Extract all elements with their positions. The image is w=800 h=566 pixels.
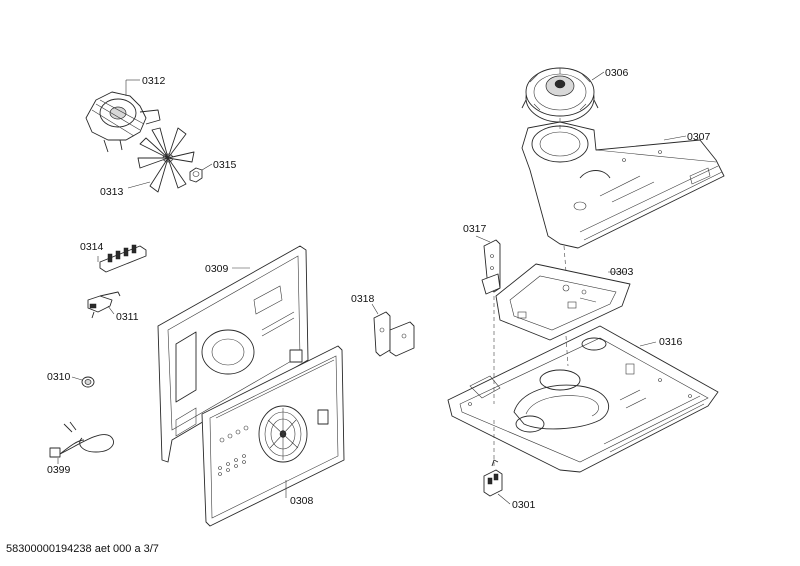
callout-0308: 0308: [290, 495, 314, 507]
part-0307-cooling-duct[interactable]: [521, 121, 725, 249]
part-0317-side-bracket[interactable]: [481, 239, 501, 295]
callout-0316: 0316: [659, 336, 683, 348]
part-0312-fan-motor[interactable]: [85, 91, 161, 153]
callout-0314: 0314: [80, 241, 104, 253]
callout-0311: 0311: [116, 311, 139, 323]
part-0316-base-tray[interactable]: [447, 325, 719, 473]
part-0309-rear-panel[interactable]: [157, 245, 309, 463]
part-0303-cover-plate[interactable]: [495, 263, 631, 341]
callout-0318: 0318: [351, 293, 375, 305]
callout-0307: 0307: [687, 131, 711, 143]
part-0308-fan-cover[interactable]: [201, 345, 345, 527]
callout-0310: 0310: [47, 371, 71, 383]
part-0399-cable[interactable]: [49, 421, 114, 458]
part-0318-bracket[interactable]: [373, 311, 415, 357]
callout-0303: 0303: [610, 266, 634, 278]
callout-0309: 0309: [205, 263, 229, 275]
part-0315-nut[interactable]: [189, 167, 203, 183]
part-0311-sensor-clip[interactable]: [87, 291, 121, 319]
part-0310-lamp[interactable]: [81, 376, 95, 388]
part-0313-fan-wheel[interactable]: [137, 127, 195, 193]
part-0301-switch[interactable]: [483, 459, 503, 497]
callout-0312: 0312: [142, 75, 166, 87]
part-0306-cooling-fan[interactable]: [521, 67, 599, 123]
callout-0313: 0313: [100, 186, 124, 198]
part-0314-terminal-block[interactable]: [99, 244, 147, 273]
callout-0317: 0317: [463, 223, 487, 235]
document-id-footer: 58300000194238 aet 000 a 3/7: [6, 543, 159, 555]
callout-0315: 0315: [213, 159, 237, 171]
callout-0306: 0306: [605, 67, 629, 79]
assembly-axis-lines: [493, 118, 569, 466]
callout-0399: 0399: [47, 464, 71, 476]
callout-0301: 0301: [512, 499, 536, 511]
